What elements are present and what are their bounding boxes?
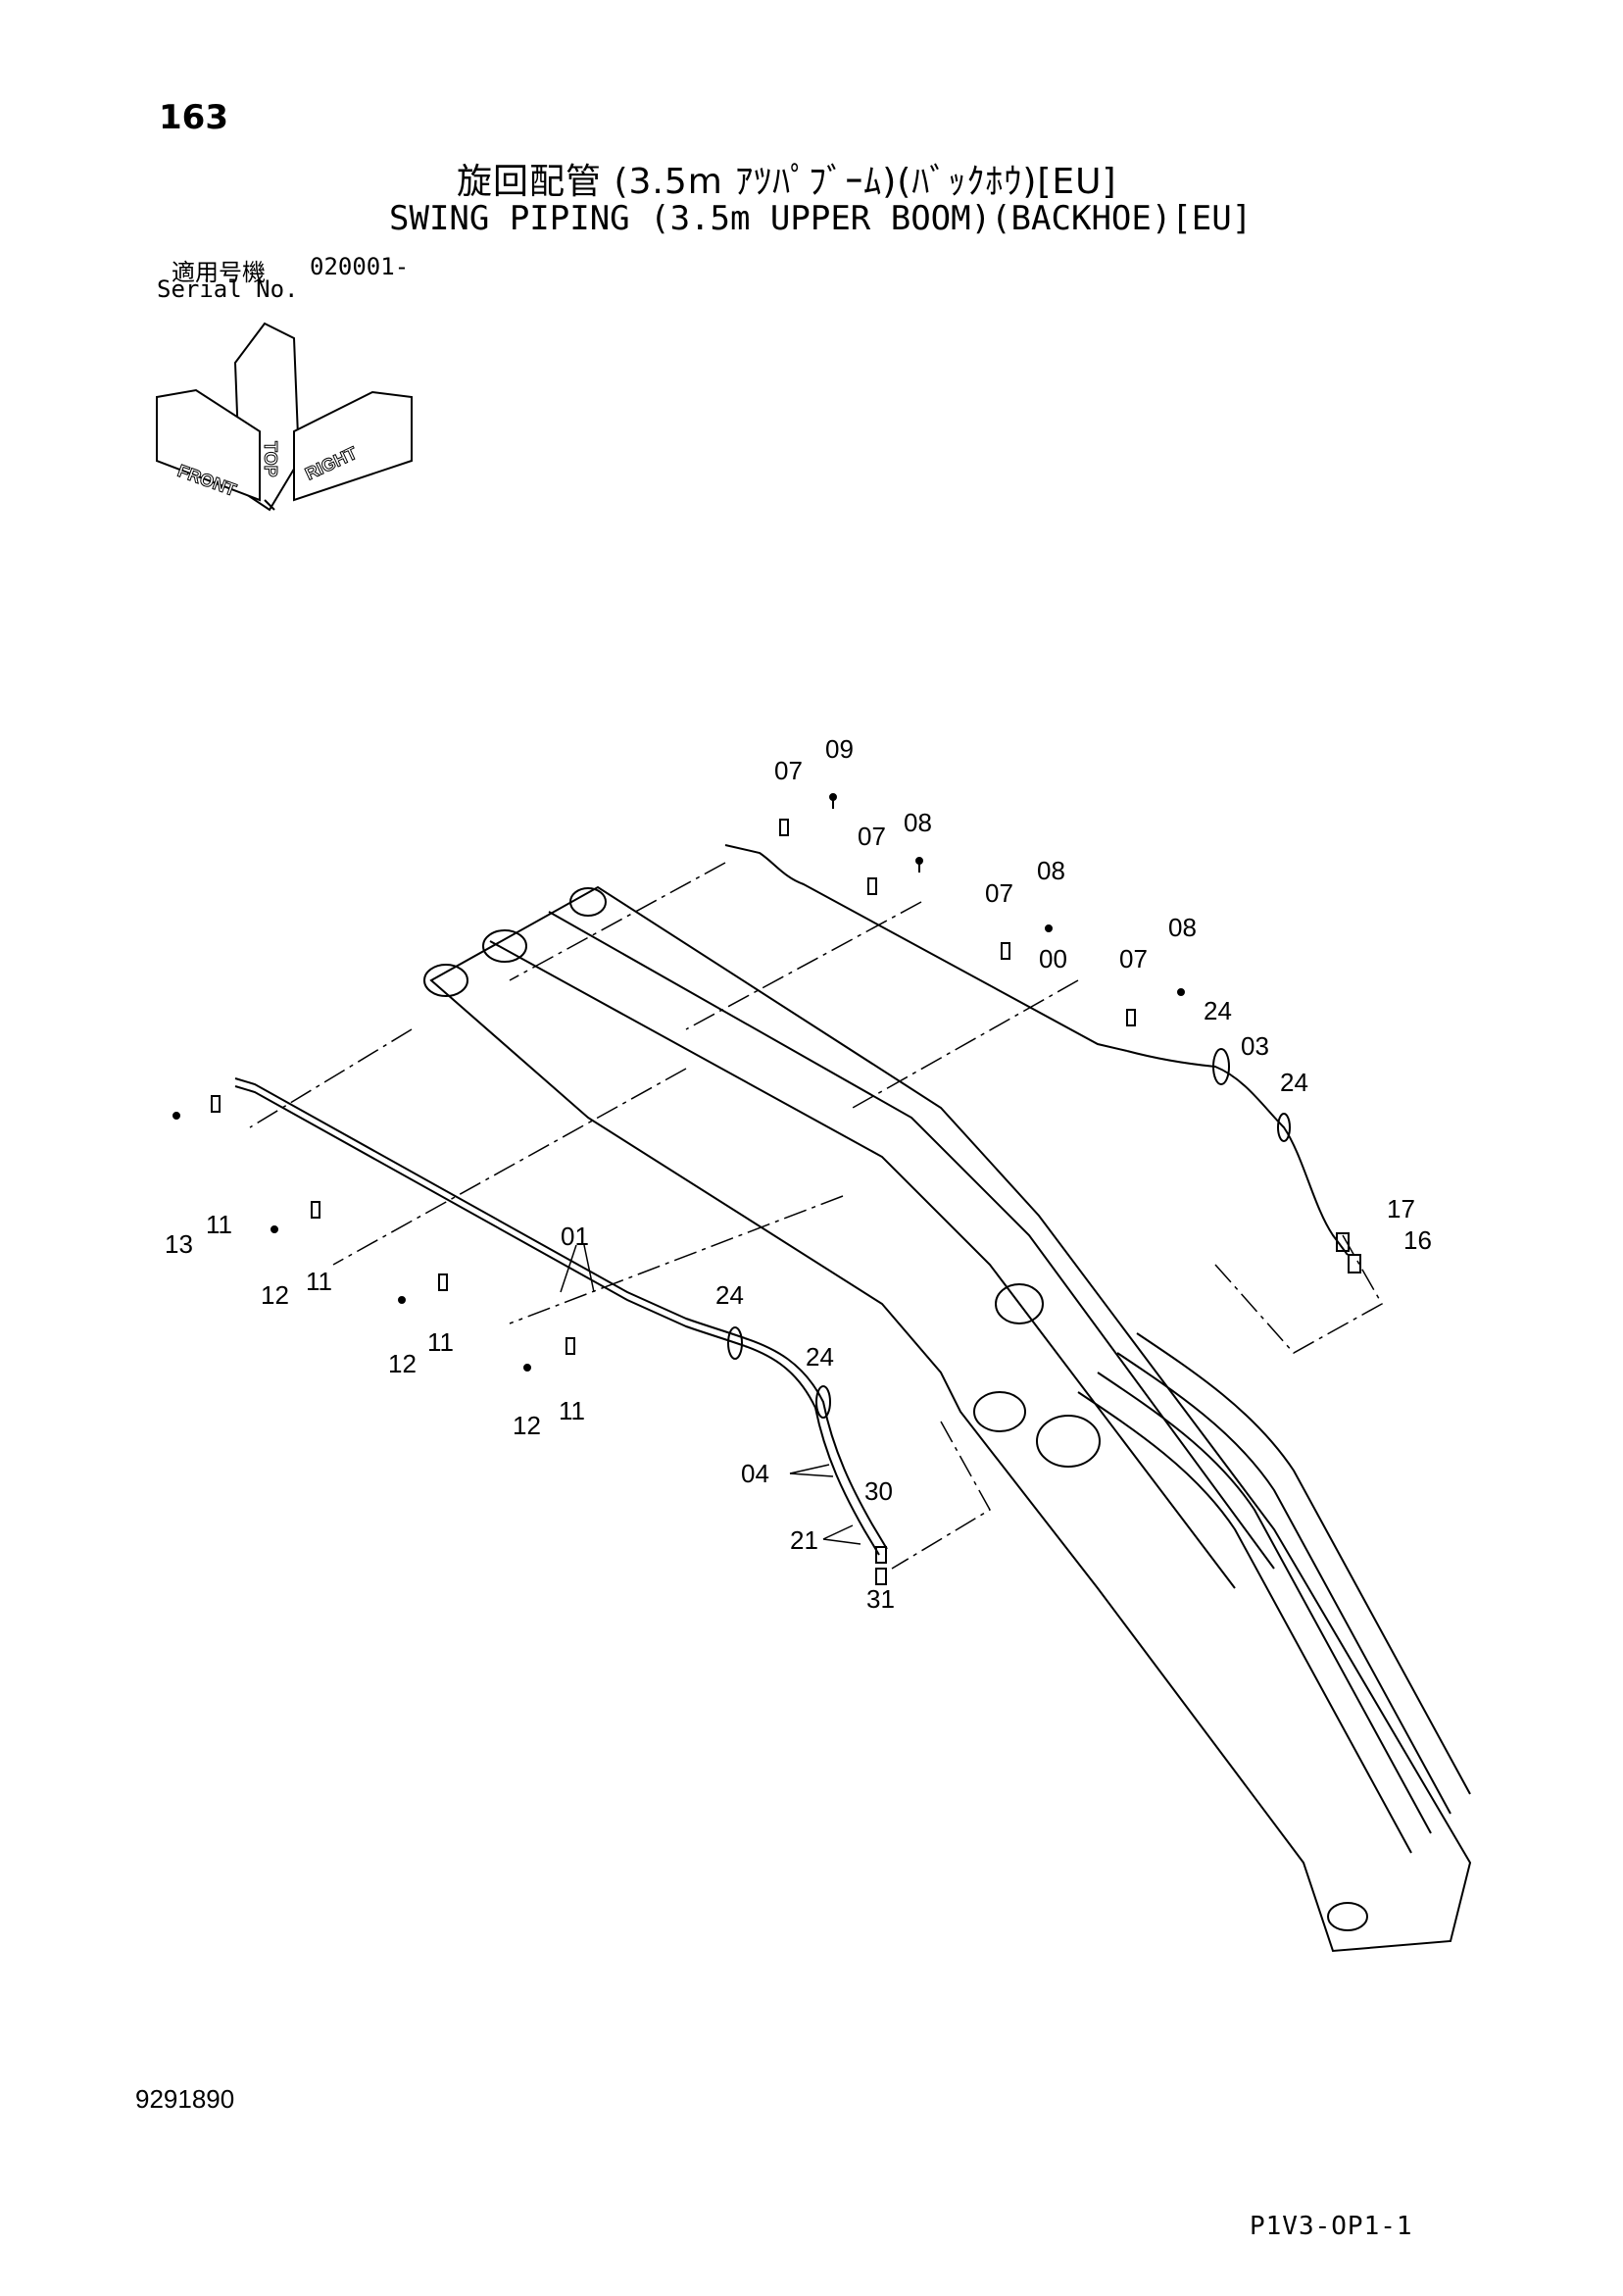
right-face-shape	[293, 390, 413, 502]
orientation-top-label: TOP	[261, 441, 280, 477]
callout-13: 13	[165, 1229, 193, 1259]
bolt-13	[172, 1112, 180, 1120]
boom-pin-left	[423, 964, 468, 997]
callout-09: 09	[825, 734, 854, 764]
bolt-12a	[270, 1225, 278, 1233]
callout-08: 08	[904, 808, 932, 837]
callout-03: 03	[1241, 1031, 1269, 1061]
clip-24c	[727, 1326, 743, 1360]
bolt-09	[829, 793, 837, 801]
callout-04: 04	[741, 1459, 769, 1488]
fitting-31	[875, 1568, 887, 1585]
title-english: SWING PIPING (3.5m UPPER BOOM)(BACKHOE)[…	[389, 199, 1253, 238]
callout-08: 08	[1037, 856, 1065, 885]
hose-03	[1126, 1050, 1349, 1256]
callout-31: 31	[866, 1584, 895, 1614]
orientation-indicator: TOP FRONT RIGHT	[156, 322, 413, 512]
fitting-30	[875, 1546, 887, 1564]
hose-bundle-3	[1077, 1391, 1412, 1854]
bolts	[172, 793, 1185, 1372]
boom-pin-top	[569, 887, 607, 917]
upper-pipe-assembly	[724, 819, 1361, 1273]
callout-24: 24	[806, 1342, 834, 1372]
title-japanese: 旋回配管 (3.5m ｱﾂﾊﾟﾌﾞｰﾑ)(ﾊﾞｯｸﾎｳ)[EU]	[457, 162, 1117, 202]
callout-00: 00	[1039, 944, 1067, 973]
leader-lines	[249, 862, 1384, 1570]
clamp-11d	[566, 1337, 575, 1355]
serial-label-japanese: 適用号機	[172, 259, 266, 286]
boom-pivot-hole	[995, 1283, 1044, 1324]
drawing-number: 9291890	[135, 2084, 235, 2114]
boom-edge-line	[489, 940, 1236, 1589]
bolt-08b	[1045, 924, 1053, 932]
callout-16: 16	[1403, 1225, 1432, 1255]
pipe-01b	[234, 1085, 746, 1347]
pipe-00	[724, 844, 1128, 1052]
clip-24d	[815, 1385, 831, 1419]
bolt-12b	[398, 1296, 406, 1304]
sheet-code: P1V3-OP1-1	[1250, 2212, 1413, 2241]
hose-bundle-1	[1116, 1352, 1451, 1815]
clip-24a	[1212, 1048, 1230, 1085]
front-face-shape	[156, 388, 261, 502]
hose-04a	[744, 1337, 888, 1550]
clamp-11a	[211, 1095, 221, 1113]
callout-12: 12	[388, 1349, 417, 1378]
clamp-07b	[867, 877, 877, 895]
boom-end-pin	[1327, 1902, 1368, 1931]
callout-07: 07	[858, 822, 886, 851]
callout-07: 07	[1119, 944, 1148, 973]
bolt-08c	[1177, 988, 1185, 996]
lower-pipe-assembly	[211, 1077, 888, 1585]
bolt-12c	[523, 1364, 531, 1372]
callout-12: 12	[261, 1280, 289, 1310]
boom-foot-pin-right	[1036, 1415, 1101, 1468]
callout-labels: 09 07 08 07 08 07 08 00 07 24 03 24 17 1…	[165, 734, 1432, 1614]
callout-leaders	[560, 1244, 861, 1545]
serial-range: 020001-	[310, 253, 410, 280]
callout-07: 07	[774, 756, 803, 785]
callout-11: 11	[206, 1210, 232, 1239]
hose-04b	[744, 1345, 880, 1556]
boom-pin-mid	[482, 929, 527, 963]
clamp-11b	[311, 1201, 320, 1219]
serial-label-english: Serial No.	[157, 275, 299, 303]
hose-bundle-2	[1097, 1372, 1432, 1834]
callout-24: 24	[1280, 1068, 1308, 1097]
callout-07: 07	[985, 878, 1013, 908]
callout-01: 01	[561, 1222, 589, 1251]
clip-24b	[1277, 1113, 1291, 1142]
clamp-11c	[438, 1273, 448, 1291]
clamp-07a	[779, 819, 789, 836]
callout-08: 08	[1168, 913, 1197, 942]
callout-11: 11	[559, 1396, 585, 1425]
callout-24: 24	[715, 1280, 744, 1310]
clamp-07c	[1001, 942, 1010, 960]
clamp-07d	[1126, 1009, 1136, 1026]
fitting-17	[1336, 1232, 1350, 1252]
bolt-08a	[915, 857, 923, 865]
boom-body	[429, 885, 1472, 1953]
pipe-01a	[234, 1077, 746, 1339]
callout-12: 12	[513, 1411, 541, 1440]
callout-11: 11	[306, 1267, 332, 1296]
callout-17: 17	[1387, 1194, 1415, 1223]
page-number: 163	[159, 98, 228, 137]
hose-bundle-4	[1136, 1332, 1471, 1795]
boom-structure	[423, 885, 1472, 1953]
boom-edge-line-2	[548, 911, 1275, 1570]
fitting-16	[1348, 1254, 1361, 1273]
callout-30: 30	[864, 1476, 893, 1506]
boom-foot-pin-left	[973, 1391, 1026, 1432]
callout-24: 24	[1204, 996, 1232, 1025]
callout-11: 11	[427, 1327, 454, 1357]
callout-21: 21	[790, 1525, 818, 1555]
